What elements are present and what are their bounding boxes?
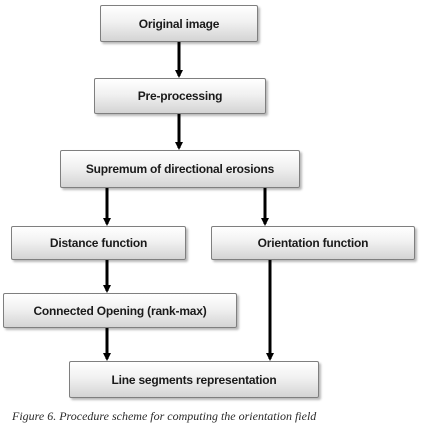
node-pre-processing-label: Pre-processing (137, 89, 223, 103)
node-distance-function: Distance function (11, 226, 186, 260)
node-connected-opening: Connected Opening (rank-max) (3, 293, 237, 328)
node-pre-processing: Pre-processing (94, 78, 266, 114)
node-orientation-function-label: Orientation function (257, 236, 369, 250)
node-original-image: Original image (100, 5, 258, 42)
node-supremum-directional-erosions: Supremum of directional erosions (60, 150, 300, 188)
node-line-segments-label: Line segments representation (111, 372, 277, 387)
figure-caption: Figure 6. Procedure scheme for computing… (12, 409, 317, 423)
node-line-segments-representation: Line segments representation (69, 361, 319, 398)
node-connected-opening-label: Connected Opening (rank-max) (33, 303, 207, 318)
node-supremum-label: Supremum of directional erosions (85, 162, 275, 176)
node-original-image-label: Original image (138, 16, 220, 31)
node-orientation-function: Orientation function (211, 226, 415, 260)
node-distance-function-label: Distance function (49, 236, 148, 250)
